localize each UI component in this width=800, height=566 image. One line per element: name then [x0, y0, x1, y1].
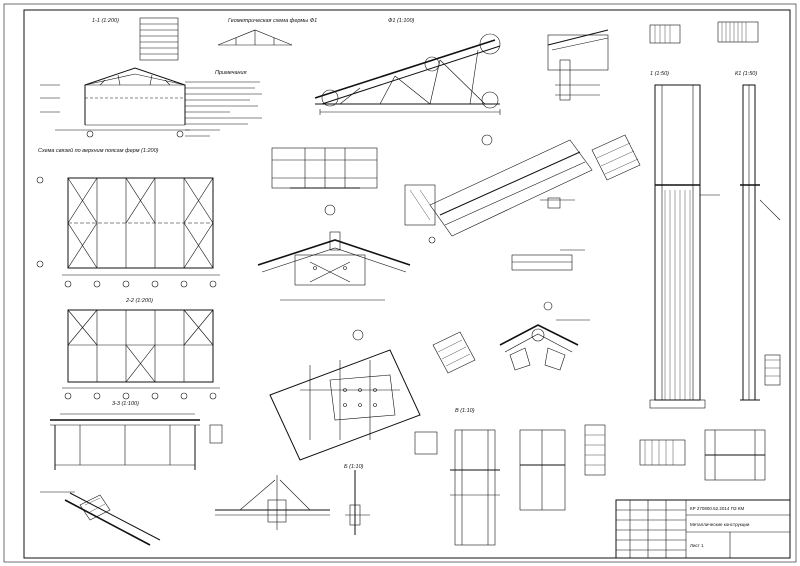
title-block-code: КР 270800.62.2014 ПЗ КМ — [690, 506, 744, 511]
truss-elevation-title: Ф1 (1:100) — [388, 18, 415, 24]
truss-elevation-view: Ф1 (1:100) — [314, 18, 501, 146]
insulation-block — [432, 331, 476, 374]
section-3-3-title: 3-3 (1:100) — [112, 401, 139, 407]
section-3-3-view: 3-3 (1:100) — [50, 401, 223, 470]
column-base-details: В (1:10) — [450, 408, 606, 546]
top-right-details — [547, 21, 759, 101]
column-2-view: К1 (1:50) — [735, 71, 781, 401]
column-1-view: 1 (1:50) — [649, 71, 720, 409]
eave-detail-bottom-left — [40, 491, 161, 546]
truss-top-node — [271, 147, 378, 216]
channel-section — [511, 249, 585, 271]
detail-a-title: Б (1:10) — [344, 464, 364, 470]
column-1-title: 1 (1:50) — [650, 71, 669, 77]
plan-top-chord-title: Схема связей по верхним поясам ферм (1:2… — [38, 147, 159, 154]
plan-2-2-title: 2-2 (1:200) — [125, 298, 153, 304]
notes-heading: Примечания — [215, 70, 247, 76]
title-block: КР 270800.62.2014 ПЗ КМ Металлические ко… — [615, 499, 791, 559]
detail-b-title: В (1:10) — [455, 408, 475, 414]
plan-top-chord-view: Схема связей по верхним поясам ферм (1:2… — [36, 147, 220, 288]
truss-scheme-view: Геометрическая схема фермы Ф1 — [217, 18, 317, 46]
bottom-node-left — [215, 475, 330, 530]
ridge-roofing-detail — [499, 301, 590, 371]
bottom-node-mid: Б (1:10) — [344, 464, 370, 535]
spec-table-small — [139, 17, 179, 61]
title-block-sheet: Лист 1 — [690, 543, 704, 548]
ridge-node — [257, 231, 411, 301]
hatched-block-right — [591, 134, 641, 181]
truss-scheme-title: Геометрическая схема фермы Ф1 — [228, 18, 317, 24]
title-block-name: Металлические конструкции — [690, 522, 750, 527]
inclined-chord-detail — [404, 139, 593, 244]
plan-2-2-view: 2-2 (1:200) — [62, 298, 220, 400]
sheet-inner-frame — [23, 9, 791, 559]
sheet-outer-border — [3, 3, 797, 563]
column-2-title: К1 (1:50) — [735, 71, 757, 77]
splice-plate-detail — [269, 329, 438, 461]
bolt-detail — [639, 429, 766, 481]
notes-block: Примечания — [185, 70, 262, 137]
section-1-1-title: 1-1 (1:200) — [92, 18, 119, 24]
section-1-1-view: 1-1 (1:200) — [40, 18, 190, 138]
